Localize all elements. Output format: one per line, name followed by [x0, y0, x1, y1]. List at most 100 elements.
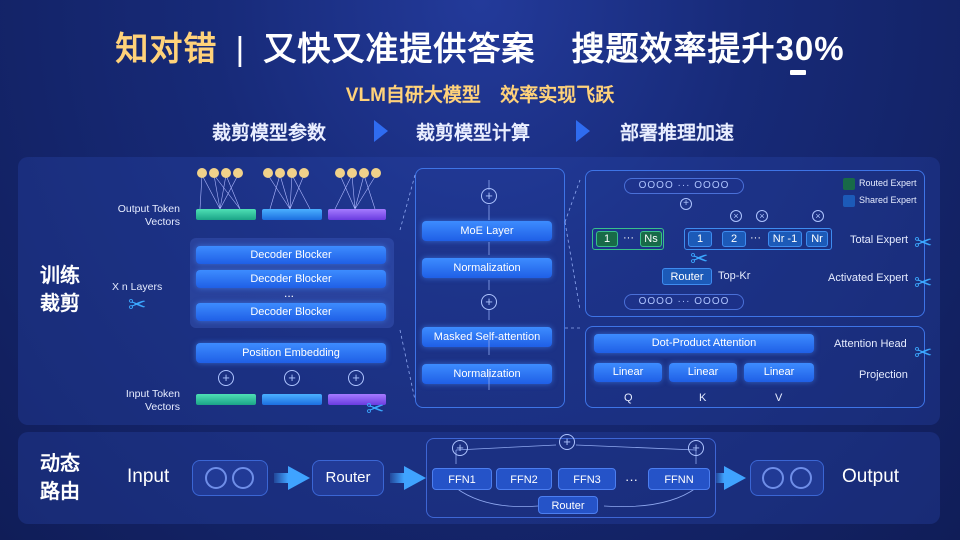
moe-detail-panel	[585, 170, 925, 317]
scissors-icon: ✂	[690, 246, 709, 271]
ring-icon	[790, 467, 812, 489]
add-icon: +	[348, 370, 364, 386]
output-token-blue	[262, 209, 322, 220]
x-layers-label: X n Layers	[112, 281, 163, 293]
output-dots-graph	[197, 168, 381, 210]
page-title: 知对错 | 又快又准提供答案 搜题效率提升30%	[0, 22, 960, 70]
add-icon: +	[688, 440, 704, 456]
scissors-icon: ✂	[914, 340, 933, 365]
add-icon: +	[284, 370, 300, 386]
v-label: V	[775, 392, 783, 404]
projection-label: Projection	[859, 369, 908, 381]
ffn-1: FFN1	[432, 468, 492, 490]
position-embedding: Position Embedding	[196, 343, 386, 363]
routing-label: 动态 路由	[40, 450, 80, 506]
routing-label-line2: 路由	[40, 481, 80, 503]
attention-detail-panel	[585, 326, 925, 408]
routed-expert-nr: Nr	[806, 231, 828, 247]
decoder-block-2: Decoder Blocker	[196, 270, 386, 288]
routed-expert-group	[684, 228, 832, 250]
shared-legend-swatch	[843, 195, 855, 207]
output-vector-pill: OOOO ··· OOOO	[624, 178, 744, 194]
linear-v: Linear	[744, 363, 814, 382]
input-token-text: Input Token Vectors	[125, 388, 180, 413]
input-node	[192, 460, 268, 496]
linear-k: Linear	[669, 363, 737, 382]
arrow-right-icon	[724, 466, 746, 490]
shared-expert-1: 1	[596, 231, 618, 247]
normalization-bottom: Normalization	[422, 364, 552, 384]
output-token-purple	[328, 209, 386, 220]
linear-q: Linear	[594, 363, 662, 382]
multiply-icon: ×	[730, 210, 742, 222]
output-token-green	[196, 209, 256, 220]
chevron-right-icon	[576, 120, 590, 142]
masked-self-attention: Masked Self-attention	[422, 327, 552, 347]
add-icon: +	[452, 440, 468, 456]
input-token-label: Input Token Vectors	[100, 388, 180, 414]
router-node: Router	[312, 460, 384, 496]
scissors-icon: ✂	[914, 230, 933, 255]
step-3: 部署推理加速	[620, 123, 735, 144]
moe-layer: MoE Layer	[422, 221, 552, 241]
arrow-bar	[716, 473, 724, 483]
step-1: 裁剪模型参数	[212, 123, 327, 144]
ffn-ellipsis: ···	[625, 472, 638, 487]
add-icon: +	[218, 370, 234, 386]
add-icon: +	[559, 434, 575, 450]
shared-expert-group	[592, 228, 664, 250]
scissors-icon: ✂	[128, 292, 147, 317]
cursor-mark	[790, 70, 806, 75]
title-right: 搜题效率提升30%	[571, 30, 845, 67]
decoder-block-3: Decoder Blocker	[196, 303, 386, 321]
add-icon: +	[680, 198, 692, 210]
subtitle: VLM自研大模型 效率实现飞跃	[0, 80, 960, 107]
title-highlight: 知对错	[115, 30, 218, 67]
routed-legend-swatch	[843, 178, 855, 190]
transformer-block	[415, 168, 565, 408]
k-label: K	[699, 392, 707, 404]
ring-icon	[205, 467, 227, 489]
input-label: Input	[127, 466, 170, 487]
multiply-icon: ×	[812, 210, 824, 222]
arrow-right-icon	[288, 466, 310, 490]
arrow-right-icon	[404, 466, 426, 490]
ffn-3: FFN3	[558, 468, 616, 490]
routed-expert-2: 2	[722, 231, 746, 247]
subtitle-a: VLM自研大模型	[345, 85, 481, 106]
add-icon: +	[481, 294, 497, 310]
chevron-right-icon	[374, 120, 388, 142]
ring-icon	[762, 467, 784, 489]
training-label: 训练 裁剪	[40, 262, 80, 318]
scissors-icon: ✂	[366, 396, 385, 421]
output-token-label: Output Token Vectors	[100, 203, 180, 229]
title-rest: 又快又准提供答案	[263, 30, 536, 67]
routed-expert-1: 1	[688, 231, 712, 247]
output-token-text: Output Token Vectors	[117, 203, 180, 228]
routed-legend-label: Routed Expert	[859, 178, 917, 188]
routed-ellipsis: ···	[750, 232, 761, 244]
step-2: 裁剪模型计算	[416, 123, 531, 144]
input-token-green	[196, 394, 256, 405]
routing-label-line1: 动态	[40, 453, 80, 475]
attention-head-label: Attention Head	[834, 338, 907, 350]
input-vector-pill: OOOO ··· OOOO	[624, 294, 744, 310]
ffn-n: FFNN	[648, 468, 710, 490]
total-expert-label: Total Expert	[850, 234, 909, 246]
top-k-label: Top-Kr	[718, 270, 751, 282]
normalization-top: Normalization	[422, 258, 552, 278]
moe-router: Router	[662, 268, 712, 285]
dot-product-attention: Dot-Product Attention	[594, 334, 814, 353]
shared-expert-ns: Ns	[640, 231, 662, 247]
ffn-2: FFN2	[496, 468, 552, 490]
input-token-blue	[262, 394, 322, 405]
expert-ellipsis: ···	[623, 232, 634, 244]
ffn-connectors	[455, 444, 697, 507]
scissors-icon: ✂	[914, 270, 933, 295]
input-token-purple	[328, 394, 386, 405]
q-label: Q	[624, 392, 633, 404]
output-label: Output	[842, 466, 900, 487]
decoder-block-1: Decoder Blocker	[196, 246, 386, 264]
training-label-line2: 裁剪	[40, 293, 80, 315]
activated-expert-label: Activated Expert	[828, 272, 909, 284]
